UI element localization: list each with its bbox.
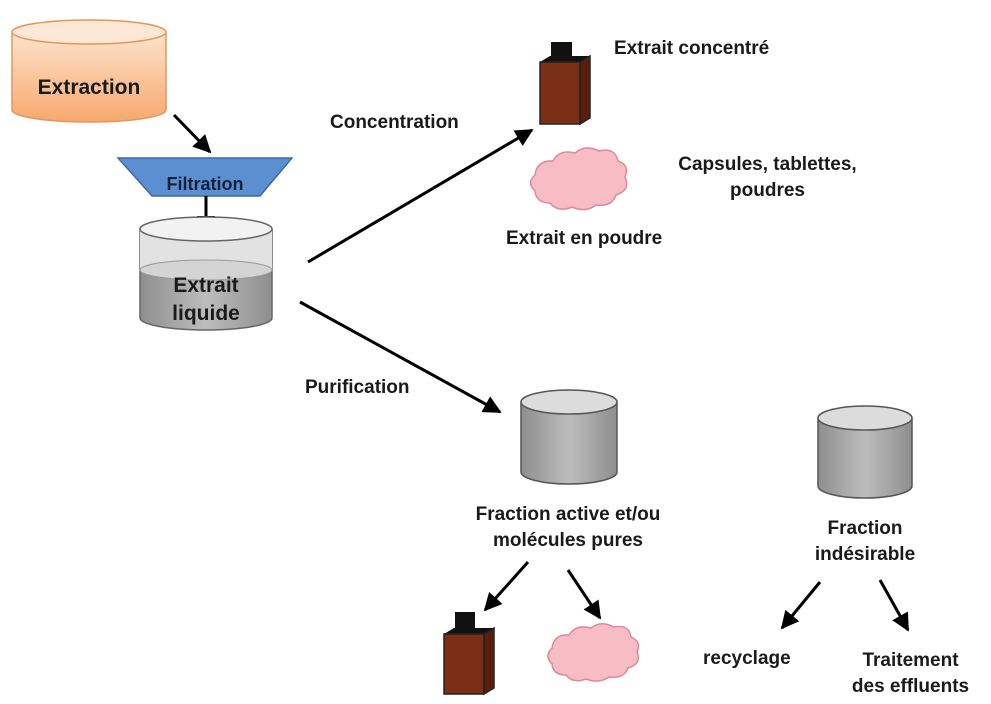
arrow-active-to-cloud [566, 569, 602, 620]
arrow-active-to-bottle [483, 560, 530, 612]
capsules-label: Capsules, tablettes, poudres [660, 152, 875, 203]
powder-cloud-bottom [547, 623, 640, 682]
capsules-line2: poudres [730, 179, 805, 201]
liquid-extract-line1: Extrait [173, 274, 239, 297]
arrow-purification [299, 300, 502, 414]
filtration-label: Filtration [166, 174, 244, 194]
undesirable-fraction-line2: indésirable [814, 543, 916, 565]
active-fraction-cylinder [520, 389, 618, 485]
capsules-line1: Capsules, tablettes, [678, 154, 857, 175]
extraction-cylinder [11, 19, 167, 123]
active-fraction-label: Fraction active et/ou molécules pures [440, 502, 696, 553]
powder-cloud-top [529, 147, 628, 211]
effluent-treatment-line1: Traitement [862, 650, 959, 671]
bottom-bottle [443, 612, 495, 696]
undesirable-fraction-cylinder [817, 405, 913, 499]
extraction-label: Extraction [37, 76, 141, 99]
active-fraction-line1: Fraction active et/ou [475, 504, 661, 525]
liquid-extract-label: Extrait liquide [140, 272, 272, 329]
liquid-extract-cylinder [139, 216, 273, 331]
arrow-undesirable-to-recycling [780, 581, 822, 630]
purification-label: Purification [305, 377, 410, 398]
arrow-extraction-to-filtration [172, 113, 212, 154]
recycling-label: recyclage [703, 648, 791, 669]
concentrated-extract-bottle [539, 42, 591, 126]
arrow-concentration [307, 128, 534, 264]
concentrated-extract-label: Extrait concentré [614, 38, 770, 59]
filtration-funnel [116, 157, 294, 197]
liquid-extract-line2: liquide [172, 302, 240, 326]
effluent-treatment-label: Traitement des effluents [838, 648, 983, 699]
arrow-undesirable-to-treatment [878, 579, 910, 632]
active-fraction-line2: molécules pures [493, 529, 643, 551]
undesirable-fraction-line1: Fraction [827, 518, 903, 539]
powder-extract-label: Extrait en poudre [506, 228, 663, 249]
undesirable-fraction-label: Fraction indésirable [790, 516, 940, 567]
effluent-treatment-line2: des effluents [851, 675, 970, 697]
concentration-label: Concentration [330, 112, 459, 133]
